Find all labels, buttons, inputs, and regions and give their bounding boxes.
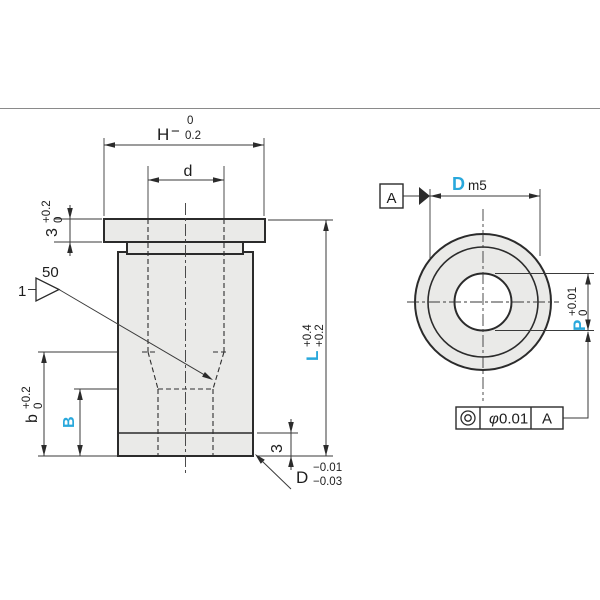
dim-L-letter: L xyxy=(303,351,322,361)
dim-B: B xyxy=(61,388,117,456)
dim-b-lower: 0 xyxy=(33,403,45,409)
frame-phi: φ xyxy=(489,411,499,428)
dim-flange-value: 3 xyxy=(44,228,61,237)
chamfer-leader-arrow xyxy=(202,372,213,380)
datum-flag-label: A xyxy=(386,190,396,207)
datum-flag-box xyxy=(379,183,404,209)
frame-datum: A xyxy=(542,411,552,428)
dim-flange-lower: 0 xyxy=(53,217,65,223)
dim-flange-upper: +0.2 xyxy=(41,200,53,223)
tolerance-frame: φ 0.01 A xyxy=(455,331,591,430)
dim-H: H − 0 0.2 xyxy=(103,115,265,216)
dim-H-lower: 0.2 xyxy=(185,130,201,142)
dim-Dfit-class: m5 xyxy=(468,178,487,193)
dim-L-upper: +0.4 xyxy=(302,324,314,347)
side-view: D m5 A P +0.01 0 xyxy=(379,174,594,430)
dim-d-letter: d xyxy=(184,163,193,180)
flange-outline xyxy=(103,218,266,243)
dim-P: P +0.01 0 xyxy=(495,273,594,331)
front-view: H − 0 0.2 d 3 +0.2 0 xyxy=(18,115,342,490)
frame-value: 0.01 xyxy=(499,411,528,428)
dim-B-letter: B xyxy=(61,416,78,428)
neck-step xyxy=(126,241,244,255)
dim-D-upper: −0.01 xyxy=(313,462,342,474)
hidden-bore-lines xyxy=(142,219,228,456)
dim-base-value: 3 xyxy=(269,444,286,453)
concentricity-icon xyxy=(460,410,476,426)
chamfer-note: 50 1 xyxy=(18,264,213,380)
dim-b: b +0.2 0 xyxy=(21,351,117,457)
chamfer-angle: 50 xyxy=(42,264,59,281)
dim-H-dash: − xyxy=(171,123,180,140)
dim-b-upper: +0.2 xyxy=(21,386,33,409)
dim-H-letter: H xyxy=(157,125,169,144)
dim-P-upper: +0.01 xyxy=(567,287,579,316)
dim-H-upper: 0 xyxy=(187,115,193,127)
dim-P-letter: P xyxy=(570,320,589,331)
dim-P-lower: 0 xyxy=(578,310,590,316)
dim-D-lower: −0.03 xyxy=(313,476,342,488)
dim-L-lower: +0.2 xyxy=(314,324,326,347)
dim-D-fit: D m5 A xyxy=(379,174,541,258)
datum-triangle-icon xyxy=(419,187,430,205)
dim-D-shaft: D −0.01 −0.03 xyxy=(255,454,342,490)
dim-D-letter: D xyxy=(296,468,308,487)
frame-leader-arrow xyxy=(585,331,591,342)
chamfer-size: 1 xyxy=(18,283,26,300)
dim-Dfit-letter: D xyxy=(452,174,465,194)
dim-flange-thickness: 3 +0.2 0 xyxy=(41,200,102,256)
dim-d: d xyxy=(147,163,225,218)
dim-base-thickness: 3 xyxy=(257,419,298,470)
surface-mark-icon xyxy=(35,276,61,303)
dim-b-letter: b xyxy=(24,414,41,423)
dim-L: L +0.4 +0.2 xyxy=(257,219,333,457)
